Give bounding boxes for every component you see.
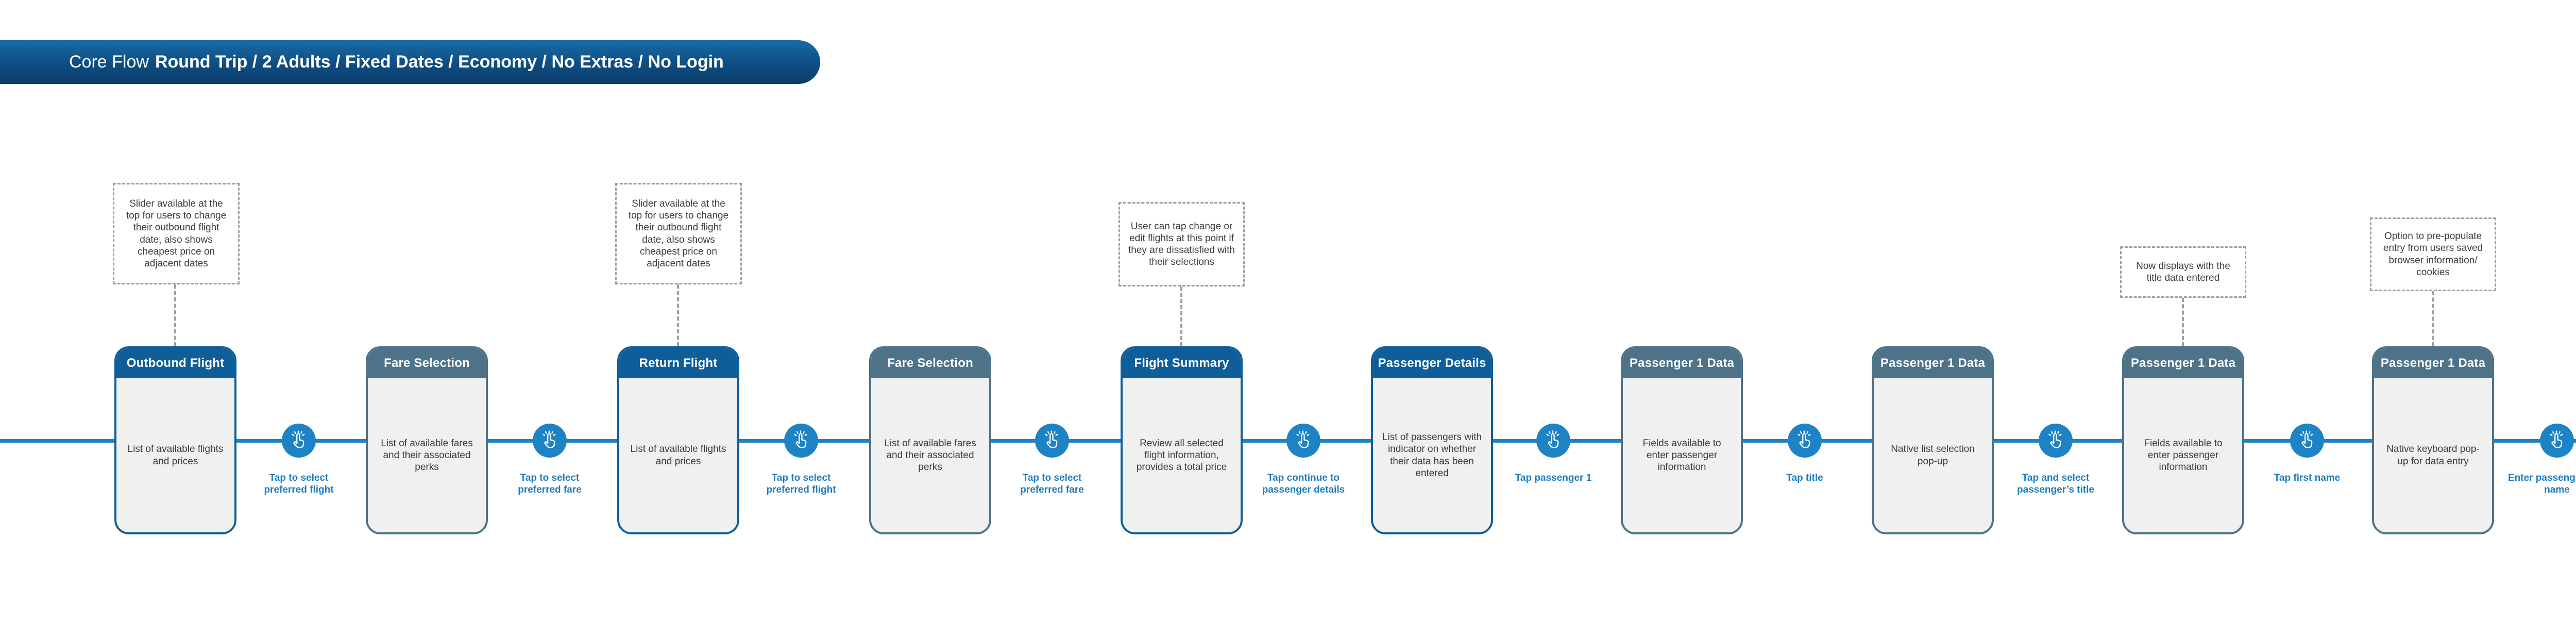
step-label: Tap to select preferred flight [766, 473, 836, 496]
step-label: Tap first name [2274, 473, 2341, 483]
annotation-text: Slider available at the top for users to… [126, 198, 227, 269]
annotation-connector [677, 284, 679, 346]
tap-icon [2540, 424, 2574, 458]
card-body: List of available fares and their associ… [871, 378, 989, 532]
annotation-text: User can tap change or edit flights at t… [1128, 221, 1235, 268]
card-title: Passenger 1 Data [1874, 348, 1992, 378]
annotation-connector [2432, 291, 2434, 346]
annotation-outbound-slider: Slider available at the top for users to… [113, 183, 240, 284]
card-title: Passenger 1 Data [2374, 348, 2492, 378]
tap-icon [1286, 424, 1320, 458]
annotation-text: Now displays with the title data entered [2136, 260, 2230, 283]
card-title: Passenger 1 Data [1623, 348, 1741, 378]
flow-card-outbound-flight: Outbound Flight List of available flight… [114, 346, 236, 534]
flow-title-prefix: Core Flow [69, 52, 149, 72]
step-tap-select-fare-1: Tap to select preferred fare [496, 424, 604, 496]
step-label: Tap to select preferred fare [1020, 473, 1084, 496]
card-body: List of available flights and prices [619, 378, 737, 532]
flow-card-passenger1-data-2: Passenger 1 Data Native list selection p… [1872, 346, 1994, 534]
card-body: Review all selected flight information, … [1123, 378, 1241, 532]
annotation-connector [2182, 298, 2184, 346]
card-body: List of available fares and their associ… [368, 378, 486, 532]
card-body: List of passengers with indicator on whe… [1373, 378, 1491, 532]
tap-icon [282, 424, 316, 458]
step-tap-select-passengers-title: Tap and select passenger’s title [2002, 424, 2110, 496]
card-title: Passenger Details [1373, 348, 1491, 378]
step-tap-title: Tap title [1751, 424, 1859, 484]
card-title: Passenger 1 Data [2124, 348, 2242, 378]
tap-icon [1536, 424, 1570, 458]
tap-icon [533, 424, 567, 458]
flow-title-badge: Core Flow Round Trip / 2 Adults / Fixed … [0, 40, 820, 84]
annotation-prepopulate: Option to pre-populate entry from users … [2370, 217, 2496, 291]
tap-icon [784, 424, 818, 458]
flow-title-text: Round Trip / 2 Adults / Fixed Dates / Ec… [155, 52, 724, 72]
card-title: Fare Selection [871, 348, 989, 378]
step-label: Tap to select preferred fare [518, 473, 582, 496]
step-label: Tap and select passenger’s title [2017, 473, 2094, 496]
card-title: Fare Selection [368, 348, 486, 378]
flow-card-return-flight: Return Flight List of available flights … [617, 346, 739, 534]
annotation-text: Slider available at the top for users to… [628, 198, 729, 269]
card-body: Fields available to enter passenger info… [2124, 378, 2242, 532]
step-label: Tap continue to passenger details [1262, 473, 1345, 496]
card-title: Flight Summary [1123, 348, 1241, 378]
step-tap-first-name: Tap first name [2253, 424, 2361, 484]
annotation-summary-edit: User can tap change or edit flights at t… [1118, 202, 1245, 287]
card-title: Outbound Flight [116, 348, 234, 378]
step-tap-select-return: Tap to select preferred flight [747, 424, 855, 496]
flow-card-passenger-details-1: Passenger Details List of passengers wit… [1371, 346, 1493, 534]
step-tap-select-outbound: Tap to select preferred flight [245, 424, 353, 496]
tap-icon [1035, 424, 1069, 458]
annotation-connector [1180, 287, 1182, 346]
step-label: Tap title [1786, 473, 1823, 483]
card-body: Native list selection pop-up [1874, 378, 1992, 532]
tap-icon [1788, 424, 1822, 458]
card-body: Fields available to enter passenger info… [1623, 378, 1741, 532]
step-label: Tap passenger 1 [1515, 473, 1592, 483]
flow-card-fare-selection-2: Fare Selection List of available fares a… [869, 346, 991, 534]
step-label: Enter passenger first name [2507, 473, 2576, 496]
tap-icon [2290, 424, 2324, 458]
step-tap-continue-passenger-details: Tap continue to passenger details [1249, 424, 1358, 496]
annotation-return-slider: Slider available at the top for users to… [615, 183, 742, 284]
step-enter-first-name: Enter passenger first name [2503, 424, 2576, 496]
annotation-text: Option to pre-populate entry from users … [2383, 231, 2483, 278]
card-title: Return Flight [619, 348, 737, 378]
step-tap-select-fare-2: Tap to select preferred fare [998, 424, 1106, 496]
card-body: List of available flights and prices [116, 378, 234, 532]
step-tap-passenger-1: Tap passenger 1 [1499, 424, 1607, 484]
annotation-connector [174, 284, 176, 346]
flow-card-passenger1-data-4: Passenger 1 Data Native keyboard pop-up … [2372, 346, 2494, 534]
flow-card-passenger1-data-3: Passenger 1 Data Fields available to ent… [2122, 346, 2244, 534]
flow-card-passenger1-data-1: Passenger 1 Data Fields available to ent… [1621, 346, 1743, 534]
card-body: Native keyboard pop-up for data entry [2374, 378, 2492, 532]
flow-card-fare-selection-1: Fare Selection List of available fares a… [366, 346, 488, 534]
flow-card-flight-summary: Flight Summary Review all selected fligh… [1121, 346, 1243, 534]
step-label: Tap to select preferred flight [264, 473, 334, 496]
tap-icon [2039, 424, 2073, 458]
annotation-title-entered: Now displays with the title data entered [2120, 246, 2246, 298]
